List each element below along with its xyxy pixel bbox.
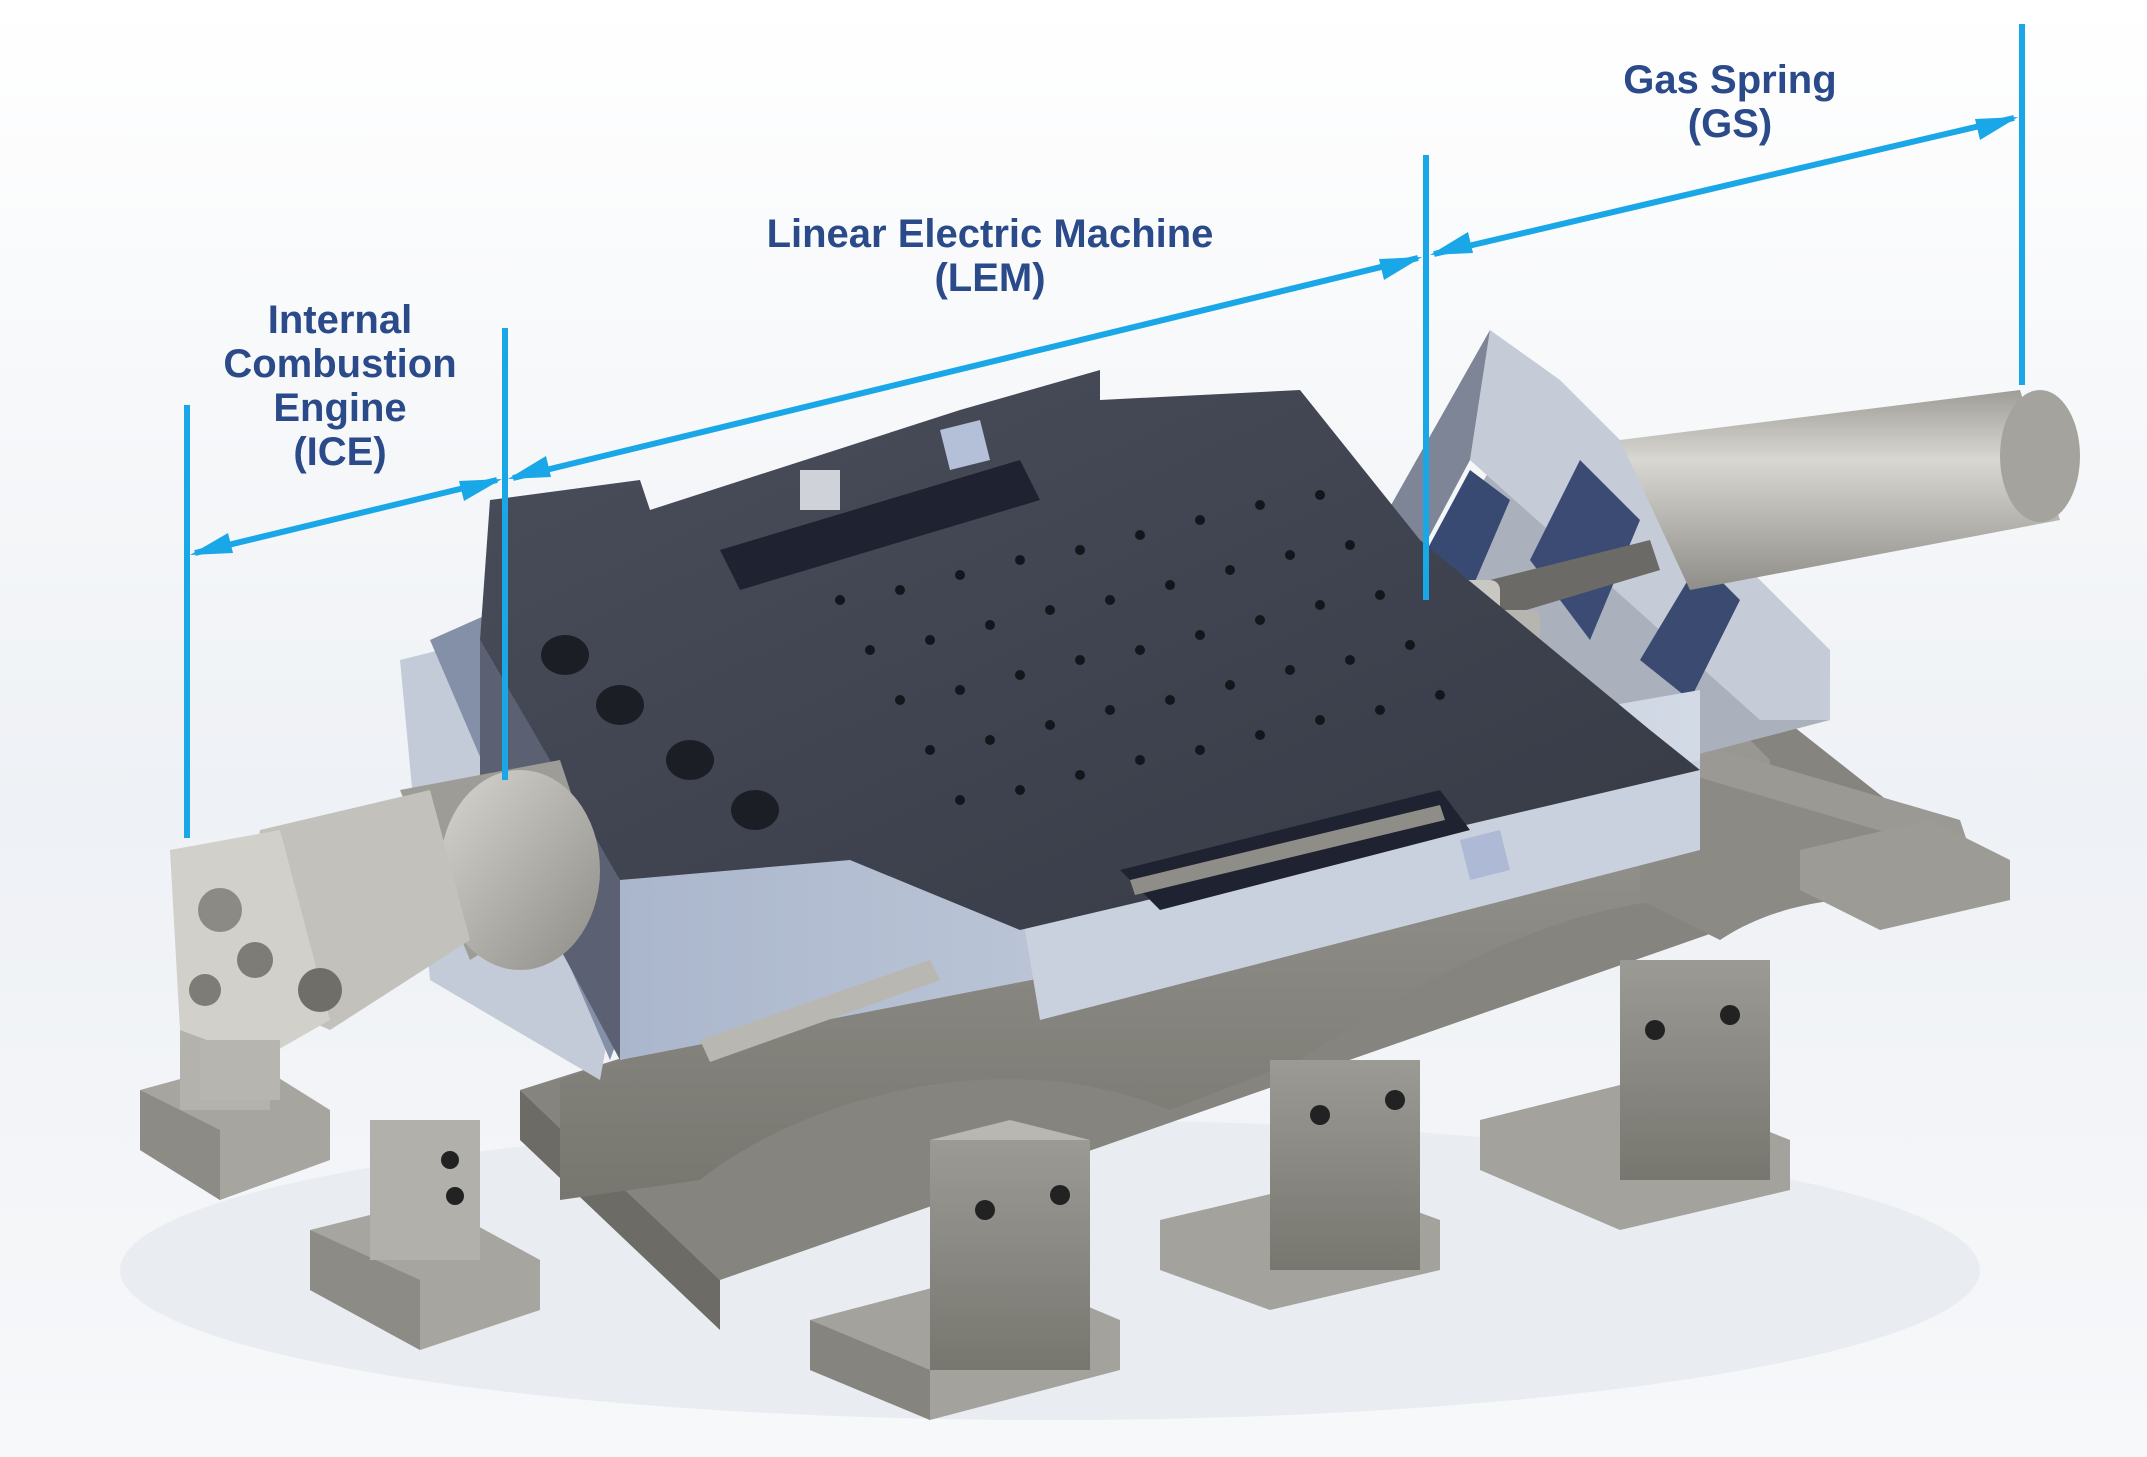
- lem-label-line-2: (LEM): [934, 256, 1046, 300]
- lem-label-line-1: Linear Electric Machine: [766, 212, 1214, 256]
- internal-combustion-engine: [170, 760, 600, 1100]
- gs-dimension-line: [1433, 115, 2015, 257]
- lem-label: Linear Electric Machine (LEM): [720, 212, 1260, 300]
- mounting-feet: [140, 820, 2010, 1420]
- gs-label-line-2: (GS): [1687, 102, 1773, 146]
- ice-dimension-line: [194, 477, 498, 556]
- ice-label: Internal Combustion Engine (ICE): [210, 298, 470, 474]
- ice-label-line-4: (ICE): [293, 430, 387, 474]
- lem-dimension-line: [512, 255, 1419, 481]
- linear-electric-machine-plate: [400, 370, 1700, 1080]
- ice-label-line-1: Internal: [267, 298, 413, 342]
- gs-label: Gas Spring (GS): [1580, 58, 1880, 146]
- gas-spring-housing: [1360, 330, 2080, 790]
- ice-label-line-3: Engine: [273, 386, 407, 430]
- dimension-annotations: [184, 24, 2025, 838]
- gs-label-line-1: Gas Spring: [1623, 58, 1837, 102]
- ice-label-line-2: Combustion: [223, 342, 457, 386]
